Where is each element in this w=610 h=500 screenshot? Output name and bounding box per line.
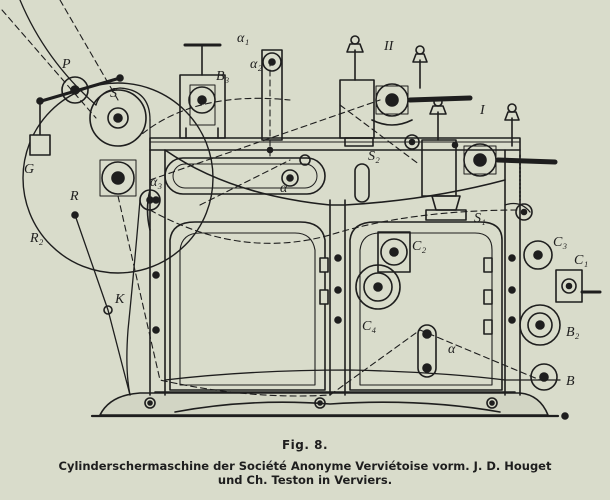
label-C2: C₂ — [412, 239, 426, 254]
label-alpha-bottom: α — [448, 342, 456, 357]
link-alpha — [417, 324, 437, 378]
bearing-alpha — [299, 134, 420, 166]
pulley-alpha2 — [261, 49, 299, 187]
shearing-machine-diagram: P S G R R₂ K α₁ α₂ α₃ α B₃ II I S₂ S₁ C₁… — [1, 0, 602, 420]
label-C1: C₁ — [574, 253, 588, 268]
cutting-head-II — [339, 35, 473, 147]
diagram-labels: P S G R R₂ K α₁ α₂ α₃ α B₃ II I S₂ S₁ C₁… — [24, 31, 588, 389]
shear-cylinder-R — [22, 82, 214, 274]
caption-line-2: und Ch. Teston in Verviers. — [217, 473, 393, 487]
label-I: I — [479, 103, 486, 118]
label-G: G — [24, 162, 34, 177]
roller-C4 — [355, 264, 401, 310]
figure-number: Fig. 8. — [281, 438, 329, 452]
label-alpha1: α₁ — [237, 31, 249, 46]
label-B3: B₃ — [216, 69, 230, 84]
figure-caption: Cylinderschermaschine der Société Anonym… — [20, 459, 590, 487]
label-S1: S₁ — [474, 211, 486, 226]
label-B2: B₂ — [566, 325, 580, 340]
label-alpha3: α₃ — [150, 175, 162, 190]
roller-B2 — [519, 304, 561, 346]
adjusting-spindle-B3 — [179, 43, 226, 139]
label-C3: C₃ — [553, 235, 567, 250]
label-S2: S₂ — [368, 149, 380, 164]
label-B: B — [566, 374, 575, 389]
fabric-path — [19, 0, 561, 396]
roller-C3 — [523, 240, 553, 270]
label-R: R — [69, 189, 79, 204]
label-alpha2: α₂ — [250, 57, 262, 72]
guide-roller-right — [515, 203, 533, 221]
caption-line-1: Cylinderschermaschine der Société Anonym… — [58, 459, 552, 473]
label-R2: R₂ — [29, 231, 44, 246]
lever-P — [29, 74, 124, 156]
label-S: S — [110, 86, 117, 101]
label-K: K — [114, 292, 125, 307]
roller-C1 — [555, 269, 602, 303]
roller-S — [89, 89, 147, 147]
roller-B — [530, 363, 558, 391]
cutting-head-I — [421, 97, 558, 221]
label-alpha: α — [280, 181, 288, 196]
label-P: P — [61, 57, 71, 72]
main-frame — [146, 137, 521, 396]
label-II: II — [383, 39, 395, 54]
label-C4: C₄ — [362, 319, 376, 334]
